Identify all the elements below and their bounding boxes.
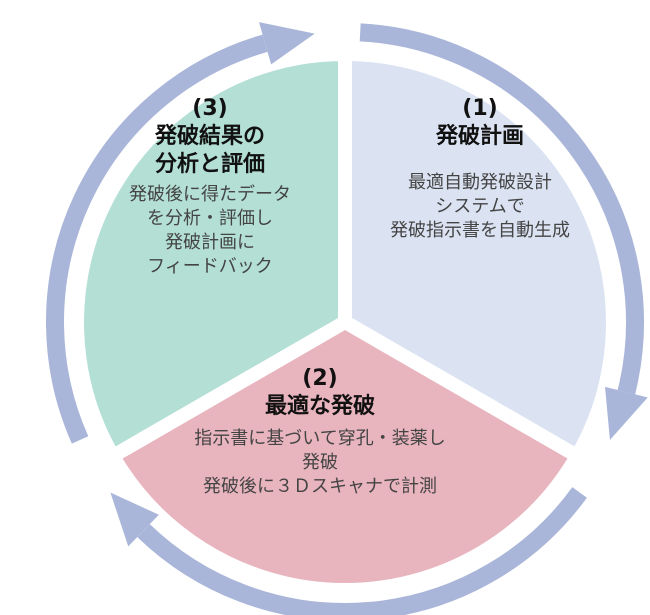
section-blast-title: 最適な発破: [264, 394, 375, 419]
arrow-analysis-to-plan-head: [259, 22, 315, 65]
section-blast-text: 発破: [302, 452, 338, 473]
section-analysis-number: (3): [192, 96, 228, 121]
section-plan-text: 最適自動発破設計: [408, 172, 552, 193]
section-blast-text: 指示書に基づいて穿孔・装薬し: [194, 428, 446, 449]
section-analysis: (3) 発破結果の 分析と評価 発破後に得たデータ を分析・評価し 発破計画に …: [90, 95, 330, 279]
section-analysis-text: を分析・評価し: [147, 208, 273, 229]
section-analysis-title: 分析と評価: [154, 152, 265, 177]
section-analysis-text: 発破後に得たデータ: [129, 184, 291, 205]
sector-analysis: [70, 46, 352, 466]
section-plan: (1) 発破計画 最適自動発破設計 システムで 発破指示書を自動生成: [360, 95, 600, 243]
section-plan-text: 発破指示書を自動生成: [390, 220, 570, 241]
section-analysis-text: 発破計画に: [165, 232, 255, 253]
section-analysis-title: 発破結果の: [154, 124, 265, 149]
section-analysis-text: フィードバック: [147, 256, 273, 277]
arrow-blast-to-analysis: [137, 487, 587, 615]
section-plan-text: システムで: [435, 196, 525, 217]
arrow-blast-to-analysis-head: [110, 492, 159, 547]
arrow-analysis-to-plan: [46, 34, 268, 444]
arrow-plan-to-blast-head: [605, 386, 648, 440]
section-blast-text: 発破後に３Ｄスキャナで計測: [203, 476, 437, 497]
arrow-plan-to-blast: [359, 23, 644, 395]
section-blast: (2) 最適な発破 指示書に基づいて穿孔・装薬し 発破 発破後に３Ｄスキャナで計…: [150, 365, 490, 499]
section-plan-title: 発破計画: [435, 124, 524, 149]
section-blast-number: (2): [302, 366, 338, 391]
section-plan-number: (1): [462, 96, 498, 121]
